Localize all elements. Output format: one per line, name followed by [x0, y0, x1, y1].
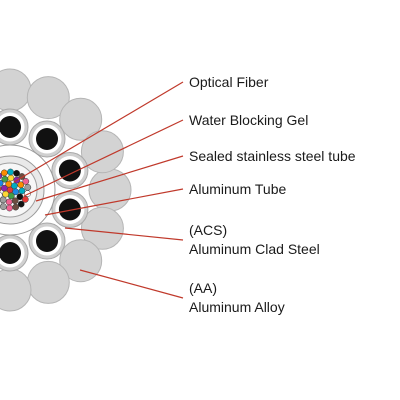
optical-fiber — [11, 197, 19, 205]
leader-line — [44, 188, 184, 216]
label-water-blocking-gel: Water Blocking Gel — [189, 112, 309, 128]
label-aa-abbreviation: (AA) — [189, 280, 217, 296]
optical-fiber — [1, 175, 9, 183]
optical-fiber — [0, 196, 7, 204]
optical-fiber — [18, 187, 26, 195]
aa-strand — [80, 130, 124, 174]
acs-steel-core — [36, 128, 58, 150]
label-aluminum-alloy: Aluminum Alloy — [189, 299, 285, 315]
aa-strand — [59, 239, 103, 283]
optical-fiber — [6, 204, 13, 212]
optical-fiber — [0, 200, 2, 207]
acs-steel-core — [36, 230, 58, 252]
optical-fiber — [24, 184, 32, 191]
optical-fiber — [22, 178, 30, 185]
aa-strand — [26, 260, 70, 304]
optical-fiber — [17, 200, 25, 208]
optical-fiber — [0, 169, 8, 177]
leader-line — [13, 81, 184, 183]
label-acs-abbreviation: (ACS) — [189, 222, 228, 238]
optical-fiber — [2, 190, 9, 198]
optical-fiber — [0, 179, 4, 187]
label-aluminum-tube: Aluminum Tube — [189, 181, 287, 197]
leader-line — [23, 119, 184, 197]
aa-strand — [80, 206, 124, 250]
aa-strand — [0, 268, 32, 312]
aluminum-alloy-strands — [0, 68, 132, 312]
optical-fiber — [7, 168, 14, 176]
leader-line — [35, 155, 184, 202]
aa-strand — [0, 68, 32, 112]
acs-steel-core — [0, 242, 21, 264]
aluminum-clad-steel-strands — [0, 108, 89, 272]
label-sealed-stainless-steel-tube: Sealed stainless steel tube — [189, 148, 356, 164]
label-aluminum-clad-steel: Aluminum Clad Steel — [189, 241, 320, 257]
optical-fiber — [13, 169, 20, 177]
aa-strand — [26, 76, 70, 120]
optical-fiber — [0, 191, 3, 199]
optical-fiber — [5, 198, 13, 206]
leader-lines — [13, 81, 184, 299]
optical-fiber — [16, 193, 24, 201]
optical-fiber — [21, 196, 29, 203]
aa-strand — [88, 168, 132, 212]
optical-fiber — [0, 203, 7, 211]
optical-fiber — [7, 174, 15, 182]
optical-fiber — [0, 186, 2, 192]
leader-line — [79, 269, 184, 299]
acs-steel-core — [58, 159, 81, 182]
label-optical-fiber: Optical Fiber — [189, 74, 269, 90]
aa-strand — [59, 97, 103, 141]
acs-steel-core — [0, 116, 21, 138]
optical-fiber — [11, 182, 18, 190]
leader-line — [64, 227, 184, 241]
optical-fiber — [12, 203, 20, 211]
acs-steel-core — [58, 198, 81, 221]
